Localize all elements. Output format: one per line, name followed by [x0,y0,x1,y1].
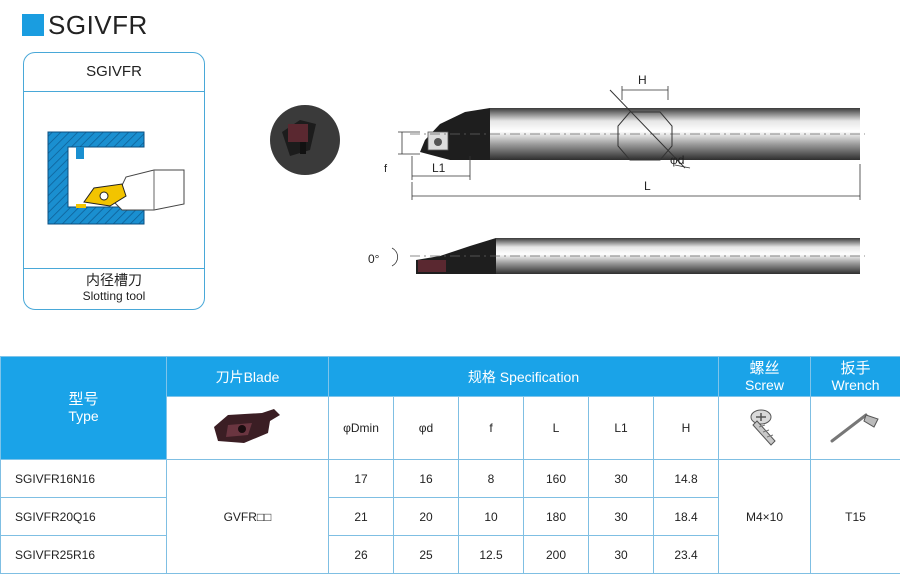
wrench-image-cell [811,397,900,460]
screw-cn: 螺丝 [720,361,809,377]
spec-col-L: L [524,397,589,460]
screw-en: Screw [720,377,809,393]
cell: 30 [589,536,654,574]
wrench-value-cell: T15 [811,460,900,574]
cell: 20 [394,498,459,536]
spec-col-L1: L1 [589,397,654,460]
col-type-header: 型号 Type [1,357,167,460]
tool-card: SGIVFR 内径槽刀 Slotting tool [23,52,205,310]
dim-f-label: f [384,163,388,175]
blade-image-cell [167,397,329,460]
cell: 180 [524,498,589,536]
cell: 12.5 [459,536,524,574]
col-blade-header: 刀片Blade [167,357,329,397]
cell: 21 [329,498,394,536]
insert-closeup [270,105,340,175]
title-text: SGIVFR [48,10,148,41]
cell: 10 [459,498,524,536]
col-screw-header: 螺丝 Screw [719,357,811,397]
dim-H-label: H [638,73,647,87]
cell: 14.8 [654,460,719,498]
technical-drawing: H φd f L1 L 0° [260,60,880,290]
title-marker [22,14,44,36]
card-illustration [24,92,204,268]
caption-en: Slotting tool [24,289,204,303]
cell: 30 [589,498,654,536]
cell: 17 [329,460,394,498]
cell: 25 [394,536,459,574]
spec-col-dmin: φDmin [329,397,394,460]
spec-table: 型号 Type 刀片Blade 规格 Specification 螺丝 Scre… [0,356,900,574]
card-caption: 内径槽刀 Slotting tool [24,268,204,309]
cell: 160 [524,460,589,498]
cell: 30 [589,460,654,498]
table-row-type-2: SGIVFR25R16 [1,536,167,574]
blade-icon [208,405,288,449]
col-spec-header: 规格 Specification [329,357,719,397]
dim-L1-label: L1 [432,161,446,175]
blade-value-cell: GVFR□□ [167,460,329,574]
card-heading: SGIVFR [24,53,204,92]
wrench-icon [826,405,886,449]
tool-top-view: H φd f L1 L [384,73,865,200]
type-en: Type [2,408,165,424]
wrench-en: Wrench [812,377,899,393]
type-cn: 型号 [2,392,165,408]
screw-value-cell: M4×10 [719,460,811,574]
spec-col-H: H [654,397,719,460]
cell: 16 [394,460,459,498]
cell: 23.4 [654,536,719,574]
caption-cn: 内径槽刀 [24,272,204,289]
col-wrench-header: 扳手 Wrench [811,357,900,397]
spec-col-d: φd [394,397,459,460]
tool-side-view: 0° [368,238,865,274]
cell: 200 [524,536,589,574]
spec-col-f: f [459,397,524,460]
dim-phi-d-label: φd [670,153,684,167]
screw-icon [745,405,785,449]
table-row-type-0: SGIVFR16N16 [1,460,167,498]
slotting-illustration [24,92,204,268]
table-row-type-1: SGIVFR20Q16 [1,498,167,536]
cell: 18.4 [654,498,719,536]
dim-L-label: L [644,179,651,193]
wrench-cn: 扳手 [812,361,899,377]
page-title: SGIVFR [22,10,148,40]
cell: 8 [459,460,524,498]
cell: 26 [329,536,394,574]
angle-label: 0° [368,252,380,266]
screw-image-cell [719,397,811,460]
